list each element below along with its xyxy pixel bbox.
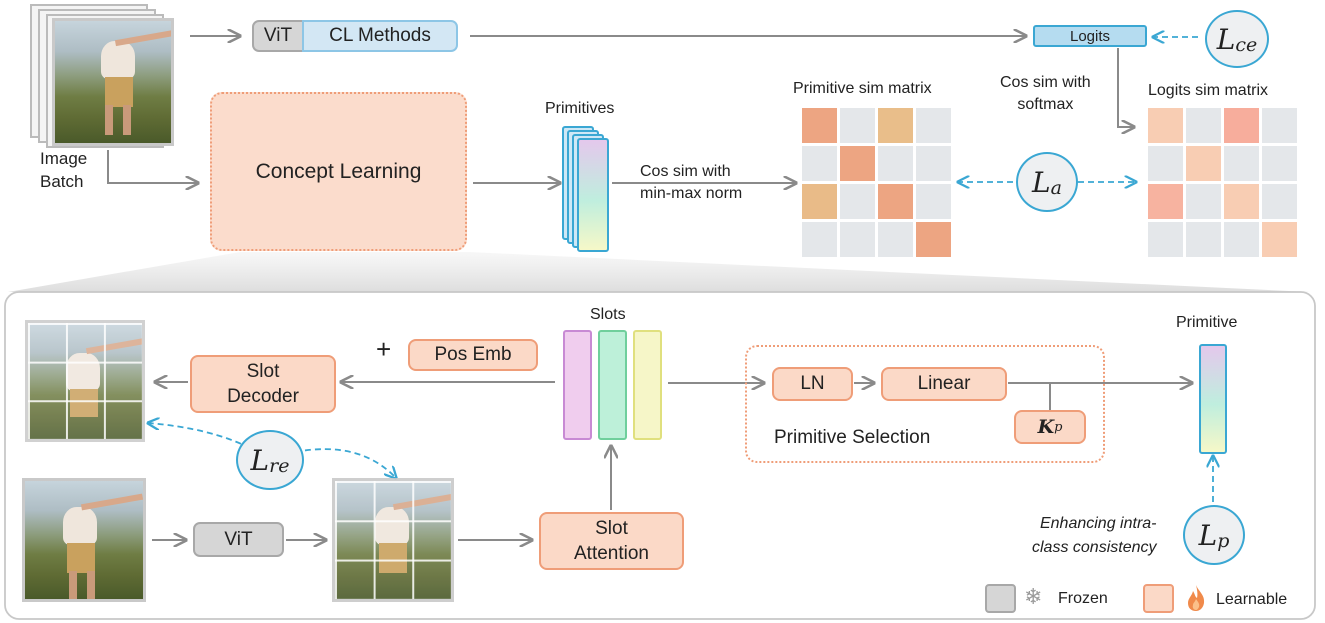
logits-matrix-cell (1186, 184, 1221, 219)
slots-label: Slots (590, 306, 626, 323)
primitive-matrix-cell (878, 146, 913, 181)
cos-minmax-label: Cos sim with min-max norm (640, 163, 743, 202)
cos-softmax-label: Cos sim with softmax (1000, 74, 1091, 113)
primitive-matrix-cell (840, 222, 875, 257)
logits-matrix-cell (1262, 184, 1297, 219)
logits-matrix-cell (1148, 108, 1183, 143)
primitive-matrix-cell (878, 184, 913, 219)
slot-decoder-box: Slot Decoder (190, 355, 336, 413)
legend-frozen-swatch (985, 584, 1016, 613)
logits-matrix-cell (1262, 108, 1297, 143)
logits-matrix-cell (1262, 222, 1297, 257)
logits-matrix-cell (1224, 222, 1259, 257)
primitives-stack (562, 126, 610, 252)
image-batch-label: Image Batch (40, 149, 88, 191)
input-image (22, 478, 146, 602)
dashed-lre-to-features (294, 448, 396, 478)
logits-matrix-cell (1262, 146, 1297, 181)
primitive-matrix-cell (840, 184, 875, 219)
primitive-sim-matrix (802, 108, 951, 257)
primitive-matrix-cell (916, 146, 951, 181)
logits-sim-matrix-title: Logits sim matrix (1148, 82, 1269, 99)
primitive-matrix-cell (802, 222, 837, 257)
concept-learning-box: Concept Learning (210, 92, 467, 251)
ln-box: LN (772, 367, 853, 401)
legend-learnable-swatch (1143, 584, 1174, 613)
primitive-matrix-cell (802, 146, 837, 181)
primitive-matrix-cell (916, 108, 951, 143)
plus-sign: + (376, 334, 392, 364)
bottom-panel (4, 291, 1316, 620)
vit-cl-methods-block: ViT CL Methods (252, 20, 458, 52)
vit-bottom-box: ViT (193, 522, 284, 557)
dashed-lre-to-recon (148, 423, 251, 449)
enhancing-label: Enhancing intra- class consistency (1032, 515, 1157, 556)
logits-box: Logits (1033, 25, 1147, 47)
primitives-label: Primitives (545, 100, 615, 117)
primitive-matrix-cell (802, 184, 837, 219)
logits-matrix-cell (1148, 222, 1183, 257)
slot-attention-box: Slot Attention (539, 512, 684, 570)
slot-1 (563, 330, 592, 440)
flame-icon (1185, 584, 1207, 612)
logits-matrix-cell (1224, 184, 1259, 219)
primitive-label: Primitive (1176, 314, 1238, 331)
legend-frozen-label: Frozen (1058, 590, 1108, 607)
primitive-matrix-cell (916, 184, 951, 219)
logits-matrix-cell (1186, 146, 1221, 181)
primitive-sim-matrix-title: Primitive sim matrix (793, 80, 932, 97)
logits-matrix-cell (1224, 146, 1259, 181)
cl-methods-box: CL Methods (302, 20, 458, 52)
legend-learnable-label: Learnable (1216, 591, 1288, 608)
primitive-matrix-cell (878, 222, 913, 257)
vit-frozen-box: ViT (252, 20, 304, 52)
primitive-bar (1199, 344, 1227, 454)
logits-matrix-cell (1224, 108, 1259, 143)
arrow-image-to-concept (107, 150, 198, 183)
logits-matrix-cell (1148, 146, 1183, 181)
primitive-matrix-cell (878, 108, 913, 143)
snowflake-icon: ❄ (1024, 584, 1043, 609)
primitive-selection-region (745, 345, 1105, 463)
arrow-logits-to-logits-matrix (1117, 48, 1134, 127)
logits-matrix-cell (1186, 222, 1221, 257)
linear-box: Linear (881, 367, 1007, 401)
primitive-matrix-cell (916, 222, 951, 257)
slot-3 (633, 330, 662, 440)
slot-2 (598, 330, 627, 440)
primitive-matrix-cell (840, 108, 875, 143)
batch-image (52, 18, 174, 146)
primitive-matrix-cell (802, 108, 837, 143)
patch-features-image (332, 478, 454, 602)
logits-matrix-cell (1186, 108, 1221, 143)
logits-matrix-cell (1148, 184, 1183, 219)
image-batch-stack (30, 4, 180, 149)
pos-emb-box: Pos Emb (408, 339, 538, 371)
reconstructed-image (25, 320, 145, 442)
primitive-matrix-cell (840, 146, 875, 181)
logits-sim-matrix (1148, 108, 1297, 257)
primitive-selection-label: Primitive Selection (774, 427, 931, 448)
zoom-funnel (8, 252, 1310, 292)
